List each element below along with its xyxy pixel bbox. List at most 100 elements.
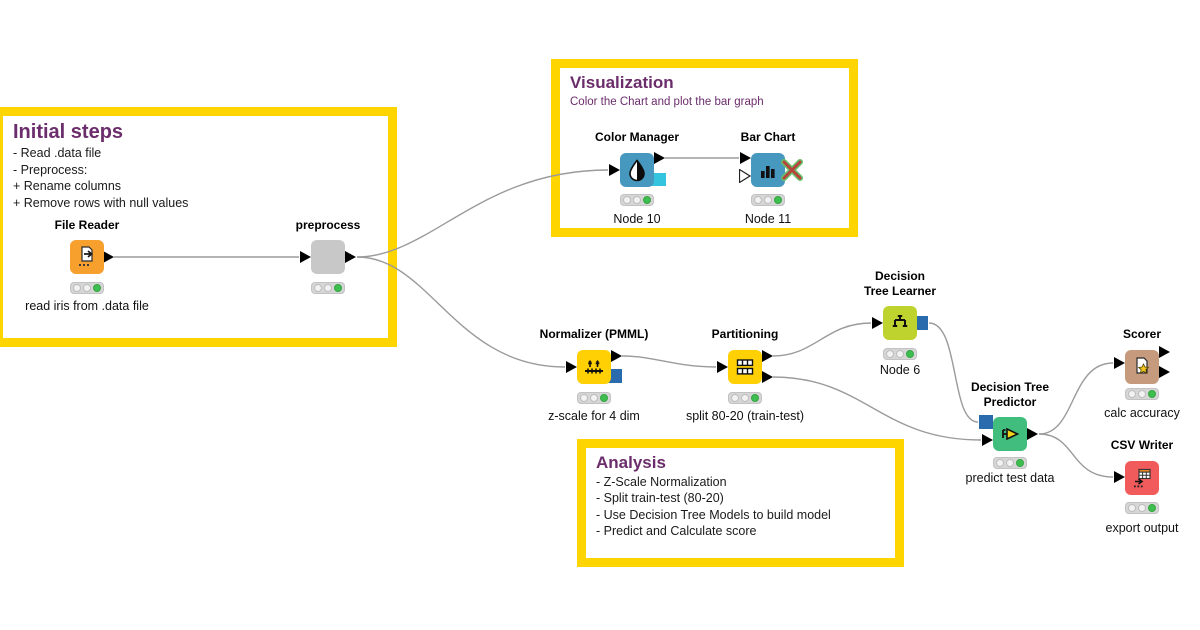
partitioning-icon: [736, 359, 754, 375]
status-green-light: [1148, 504, 1156, 512]
node-label: Decision Tree Learner: [863, 269, 937, 298]
status-traffic-light: [311, 282, 345, 294]
csv-writer-icon: [1134, 468, 1151, 488]
edge-preprocess-normalizer[interactable]: [356, 256, 566, 368]
node-scorer[interactable]: [1125, 350, 1159, 384]
status-traffic-light: [70, 282, 104, 294]
status-traffic-light: [1125, 388, 1159, 400]
node-sublabel: export output: [1105, 521, 1179, 535]
annotation-title: Analysis: [596, 453, 666, 472]
status-traffic-light: [728, 392, 762, 404]
status-yellow-light: [1138, 390, 1146, 398]
output-port[interactable]: [103, 251, 114, 263]
status-traffic-light: [993, 457, 1027, 469]
status-traffic-light: [1125, 502, 1159, 514]
model-output-port[interactable]: [914, 316, 928, 330]
node-partitioning[interactable]: [728, 350, 762, 384]
status-red-light: [1128, 504, 1136, 512]
output-port[interactable]: [654, 152, 665, 164]
status-red-light: [996, 459, 1004, 467]
edge-partitioning-dtpredictor[interactable]: [772, 376, 982, 441]
input-port[interactable]: [1114, 357, 1125, 369]
output-port-top[interactable]: [762, 350, 773, 362]
output-port[interactable]: [611, 350, 622, 362]
status-green-light: [643, 196, 651, 204]
status-red-light: [754, 196, 762, 204]
input-port[interactable]: [717, 361, 728, 373]
status-green-light: [600, 394, 608, 402]
node-decision-tree-predictor[interactable]: [993, 417, 1027, 451]
status-green-light: [1016, 459, 1024, 467]
annotation-visualization[interactable]: Visualization Color the Chart and plot t…: [551, 59, 858, 237]
node-sublabel: Node 10: [613, 212, 661, 226]
status-green-light: [1148, 390, 1156, 398]
status-yellow-light: [83, 284, 91, 292]
input-port[interactable]: [609, 164, 620, 176]
input-port[interactable]: [872, 317, 883, 329]
node-label: Bar Chart: [740, 130, 796, 144]
edge-preprocess-colormanager[interactable]: [356, 169, 609, 258]
annotation-analysis[interactable]: Analysis - Z-Scale Normalization - Split…: [577, 439, 904, 567]
color-manager-droplet-icon: [629, 159, 645, 182]
pmml-model-port[interactable]: [608, 369, 622, 383]
node-decision-tree-learner[interactable]: [883, 306, 917, 340]
node-sublabel: split 80-20 (train-test): [685, 409, 805, 423]
output-port-bottom[interactable]: [1159, 366, 1170, 378]
annotation-title: Visualization: [570, 73, 674, 92]
input-port[interactable]: [982, 434, 993, 446]
edge-dtpredictor-scorer[interactable]: [1038, 362, 1114, 435]
edge-dtlearner-dtpredictor-model[interactable]: [928, 322, 979, 423]
status-yellow-light: [764, 196, 772, 204]
node-sublabel: z-scale for 4 dim: [548, 409, 640, 423]
edge-dtpredictor-csvwriter[interactable]: [1038, 433, 1114, 478]
status-red-light: [886, 350, 894, 358]
status-yellow-light: [1006, 459, 1014, 467]
node-color-manager[interactable]: [620, 153, 654, 187]
annotation-body: - Read .data file - Preprocess: + Rename…: [13, 146, 189, 210]
output-port[interactable]: [1027, 428, 1038, 440]
status-green-light: [751, 394, 759, 402]
edge-partitioning-dtlearner[interactable]: [772, 322, 872, 357]
color-model-port[interactable]: [650, 173, 666, 186]
optional-input-port[interactable]: [739, 169, 751, 183]
status-yellow-light: [324, 284, 332, 292]
node-label: CSV Writer: [1110, 438, 1174, 452]
node-preprocess-metanode[interactable]: [311, 240, 345, 274]
status-yellow-light: [633, 196, 641, 204]
file-reader-icon: [79, 246, 93, 266]
status-green-light: [774, 196, 782, 204]
status-red-light: [73, 284, 81, 292]
output-port-bottom[interactable]: [762, 371, 773, 383]
status-red-light: [1128, 390, 1136, 398]
model-input-port[interactable]: [979, 415, 993, 429]
node-csv-writer[interactable]: [1125, 461, 1159, 495]
annotation-initial-steps[interactable]: Initial steps - Read .data file - Prepro…: [0, 107, 397, 347]
status-traffic-light: [751, 194, 785, 206]
status-traffic-light: [883, 348, 917, 360]
node-bar-chart[interactable]: [751, 153, 785, 187]
status-red-light: [731, 394, 739, 402]
status-green-light: [93, 284, 101, 292]
status-red-light: [314, 284, 322, 292]
annotation-body: - Z-Scale Normalization - Split train-te…: [596, 474, 831, 539]
node-file-reader[interactable]: [70, 240, 104, 274]
edge-normalizer-partitioning[interactable]: [621, 355, 717, 368]
decision-tree-icon: [892, 315, 908, 327]
input-port[interactable]: [740, 152, 751, 164]
node-sublabel: calc accuracy: [1104, 406, 1180, 420]
input-port[interactable]: [566, 361, 577, 373]
output-port[interactable]: [345, 251, 356, 263]
node-label: Color Manager: [594, 130, 679, 144]
status-yellow-light: [590, 394, 598, 402]
status-yellow-light: [741, 394, 749, 402]
node-normalizer[interactable]: [577, 350, 611, 384]
error-cross-icon: [781, 159, 803, 181]
input-port[interactable]: [1114, 471, 1125, 483]
output-port-top[interactable]: [1159, 346, 1170, 358]
annotation-subtitle: Color the Chart and plot the bar graph: [570, 95, 764, 108]
node-label: Decision Tree Predictor: [970, 380, 1050, 409]
input-port[interactable]: [300, 251, 311, 263]
status-traffic-light: [620, 194, 654, 206]
status-yellow-light: [1138, 504, 1146, 512]
